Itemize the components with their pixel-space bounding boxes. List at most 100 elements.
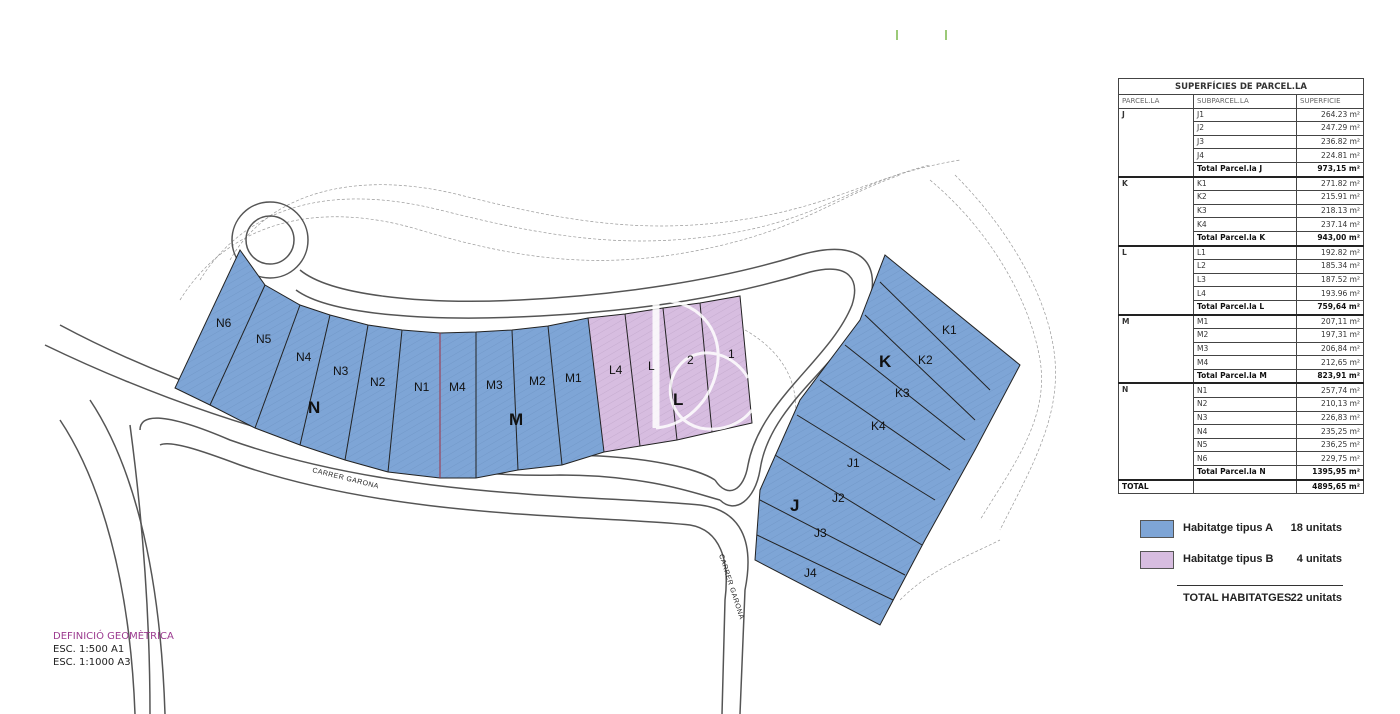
surface-cell: 185.34 m² — [1296, 259, 1364, 274]
legend-label: Habitatge tipus A — [1183, 522, 1274, 534]
roads — [44, 201, 874, 714]
total-label: Total Parcel.la M — [1193, 368, 1297, 385]
subparcel-cell: N6 — [1193, 451, 1297, 467]
empty-cell — [1193, 479, 1297, 495]
legend-count: 18 unitats — [1290, 522, 1342, 534]
lot-divider — [756, 534, 894, 601]
subparcel-cell: J3 — [1193, 134, 1297, 150]
caption-scale: ESC. 1:500 A1 — [53, 644, 125, 655]
surface-cell: 197,31 m² — [1296, 328, 1364, 343]
lots-nml — [174, 249, 753, 479]
lot-label-k2: K2 — [918, 353, 933, 367]
caption-scale: ESC. 1:1000 A3 — [53, 657, 131, 668]
surface-cell: 192.82 m² — [1296, 245, 1364, 261]
lot-label-l3: L — [648, 359, 655, 373]
surface-cell: 236.82 m² — [1296, 134, 1364, 150]
lot-boundary — [754, 254, 1021, 626]
surface-cell: 206,84 m² — [1296, 341, 1364, 357]
lot-label-m4: M4 — [449, 380, 466, 394]
table-title-row: SUPERFÍCIES DE PARCEL.LA — [1118, 78, 1364, 95]
subparcel-cell: N5 — [1193, 437, 1297, 453]
subparcel-cell: M1 — [1193, 313, 1297, 330]
subparcel-cell: L4 — [1193, 286, 1297, 301]
watermark-logo — [652, 298, 754, 431]
surface-cell: 210,13 m² — [1296, 397, 1364, 412]
surface-cell: 229,75 m² — [1296, 451, 1364, 467]
lot-label-m3: M3 — [486, 378, 503, 392]
lot-divider — [864, 314, 976, 421]
surface-cell: 257,74 m² — [1296, 382, 1364, 399]
legend-type-b: Habitatge tipus B 4 unitats — [1140, 551, 1342, 569]
lot-divider — [662, 307, 678, 441]
lot-label-n5: N5 — [256, 332, 272, 346]
lot-divider — [511, 329, 519, 471]
subparcel-cell: K3 — [1193, 203, 1297, 219]
block-label-m: M — [509, 410, 523, 429]
block-label-j: J — [790, 496, 799, 515]
lot-label-m2: M2 — [529, 374, 546, 388]
parcel-cell: N — [1118, 382, 1194, 481]
surface-cell: 226,83 m² — [1296, 410, 1364, 426]
lot-divider — [819, 379, 951, 471]
table-title: SUPERFÍCIES DE PARCEL.LA — [1118, 78, 1364, 95]
total-label: Total Parcel.la N — [1193, 465, 1297, 481]
surface-cell: 235,25 m² — [1296, 424, 1364, 439]
lot-divider — [299, 314, 331, 446]
lot-label-l2: 2 — [687, 353, 694, 367]
column-header: PARCEL.LA — [1118, 94, 1194, 109]
swatch-type-a — [1140, 520, 1174, 538]
surface-cell: 193.96 m² — [1296, 286, 1364, 301]
lot-divider — [344, 324, 369, 461]
subparcel-cell: K2 — [1193, 190, 1297, 205]
legend-count: 4 unitats — [1296, 553, 1342, 565]
lot-divider — [209, 284, 266, 406]
total-value: 943,00 m² — [1296, 230, 1364, 247]
legend-type-a: Habitatge tipus A 18 unitats — [1140, 520, 1342, 538]
subparcel-cell: J4 — [1193, 148, 1297, 163]
total-value: 759,64 m² — [1296, 299, 1364, 316]
lot-label-n4: N4 — [296, 350, 312, 364]
caption-title: DEFINICIÓ GEOMÈTRICA — [53, 631, 174, 642]
lot-label-n2: N2 — [370, 375, 386, 389]
lot-label-k3: K3 — [895, 386, 910, 400]
hatch — [175, 250, 604, 478]
parcel-cell: K — [1118, 176, 1194, 247]
lot-label-j4: J4 — [804, 566, 817, 580]
total-value: 1395,95 m² — [1296, 465, 1364, 481]
legend-divider — [1177, 585, 1343, 586]
lot-label-l4: L4 — [609, 363, 623, 377]
lot-label-k4: K4 — [871, 419, 886, 433]
surface-cell: 212,65 m² — [1296, 355, 1364, 370]
total-label: Total Parcel.la K — [1193, 230, 1297, 247]
surface-cell: 237.14 m² — [1296, 217, 1364, 232]
parcel-cell: L — [1118, 245, 1194, 316]
lot-label-n3: N3 — [333, 364, 349, 378]
subparcel-cell: K1 — [1193, 176, 1297, 192]
parcel-cell: M — [1118, 314, 1194, 385]
lot-label-j1: J1 — [847, 456, 860, 470]
column-header: SUPERFICIE — [1296, 94, 1364, 109]
lot-divider — [387, 329, 403, 473]
subparcel-cell: M4 — [1193, 355, 1297, 370]
lot-divider — [774, 454, 923, 546]
block-label-k: K — [879, 352, 892, 371]
